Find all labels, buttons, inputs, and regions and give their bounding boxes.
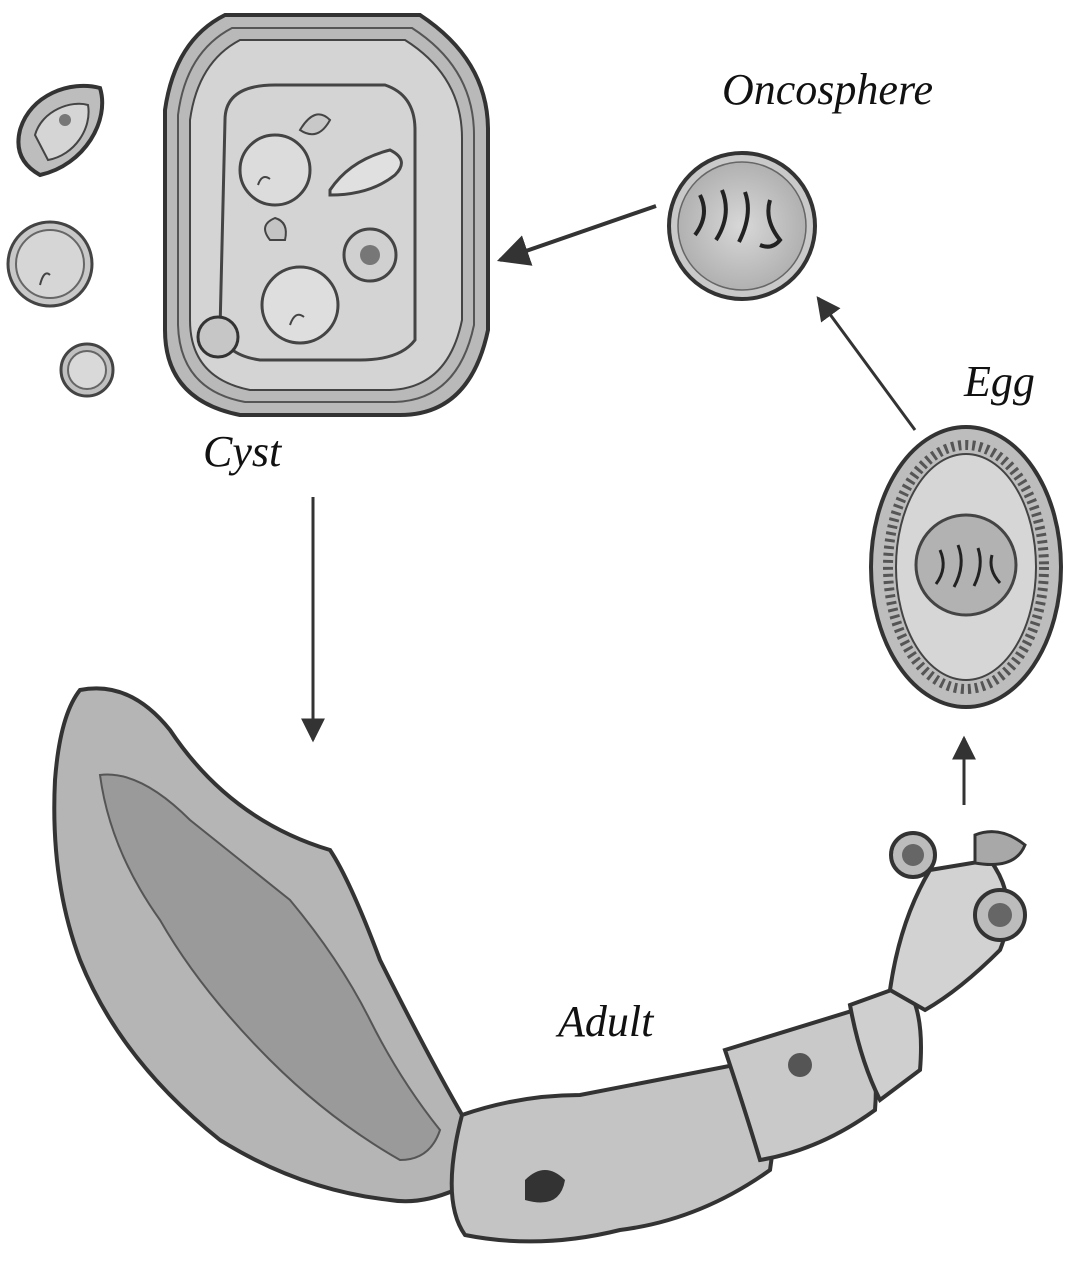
egg-label: Egg [964,356,1035,407]
egg [871,427,1061,707]
small-cyst-stages [8,86,113,396]
arrow-oncosphere-to-cyst [500,206,656,260]
cyst-label: Cyst [203,426,281,477]
hydatid-cyst [165,15,488,415]
adult-worm [54,688,1025,1241]
arrow-egg-to-oncosphere [818,298,915,430]
oncosphere [669,153,815,299]
oncosphere-label: Oncosphere [722,64,933,115]
adult-label: Adult [558,996,653,1047]
